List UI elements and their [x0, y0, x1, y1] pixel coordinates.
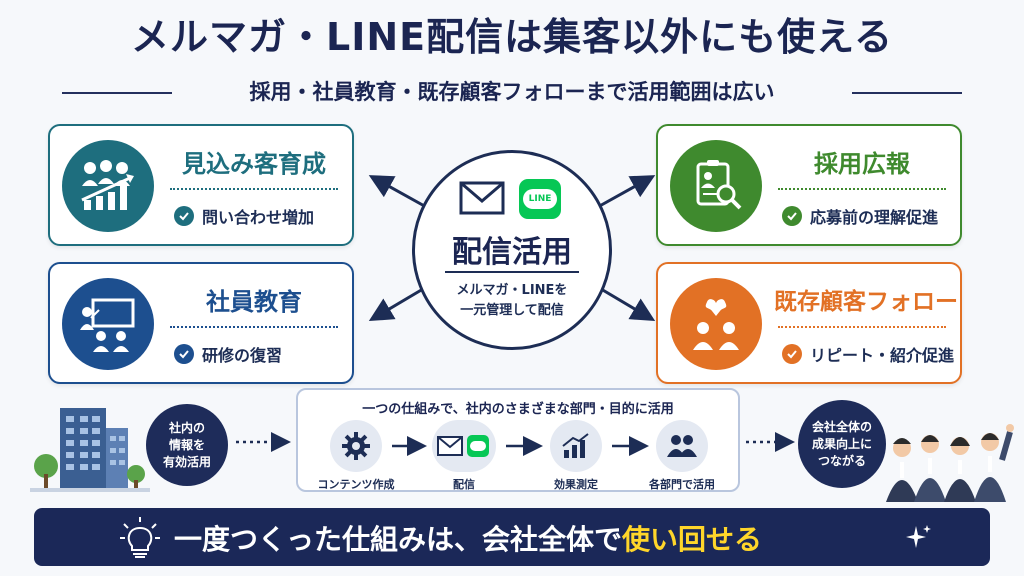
- check-icon: [782, 344, 802, 364]
- card-item-label: 研修の復習: [202, 346, 283, 365]
- hub-desc-line: メルマガ・LINEを: [456, 283, 568, 298]
- bubble-line: 会社全体の: [811, 419, 872, 434]
- card-title: 見込み客育成: [182, 150, 326, 178]
- envelope-icon: [459, 181, 505, 215]
- card-item: 応募前の理解促進: [782, 204, 938, 228]
- banner-text-highlight: 使い回せる: [622, 523, 763, 556]
- bar-chart-icon: [550, 420, 602, 472]
- check-icon: [174, 206, 194, 226]
- flow-box: 一つの仕組みで、社内のさまざまな部門・目的に活用 コンテンツ作成 配信 効: [296, 388, 740, 492]
- card-title: 既存顧客フォロー: [774, 289, 958, 315]
- card-training: 社員教育 研修の復習: [48, 262, 354, 384]
- divider: [778, 326, 946, 328]
- people-icon: [656, 420, 708, 472]
- right-bubble: 会社全体の 成果向上に つながる: [798, 400, 886, 488]
- hub-desc-line: 一元管理して配信: [460, 303, 564, 318]
- hub-divider: [445, 271, 579, 273]
- arrow-to-followup: [595, 284, 656, 322]
- card-title: 採用広報: [814, 150, 910, 178]
- page-title: メルマガ・LINE配信は集客以外にも使える: [131, 15, 893, 59]
- card-followup: 既存顧客フォロー リピート・紹介促進: [656, 262, 962, 384]
- card-item-label: リピート・紹介促進: [810, 346, 955, 365]
- divider: [170, 188, 338, 190]
- step-label: 配信: [453, 478, 475, 491]
- subtitle-rule-left: [62, 92, 172, 94]
- card-item: 問い合わせ増加: [174, 204, 314, 228]
- hub-title: 配信活用: [452, 235, 572, 270]
- card-item-label: 問い合わせ増加: [202, 208, 315, 227]
- card-item: 研修の復習: [174, 342, 282, 366]
- bubble-line: 情報を: [168, 437, 205, 452]
- business-team-icon: [886, 424, 1014, 502]
- bubble-line: つながる: [817, 453, 866, 468]
- subtitle: 採用・社員教育・既存顧客フォローまで活用範囲は広い: [249, 80, 775, 104]
- step-label: コンテンツ作成: [317, 478, 395, 491]
- hub-circle: LINE 配信活用 メルマガ・LINEを 一元管理して配信: [412, 150, 612, 350]
- card-title: 社員教育: [206, 288, 302, 316]
- arrow-to-recruit: [595, 175, 656, 210]
- delivery-icons: [432, 420, 496, 472]
- step-label: 効果測定: [554, 478, 598, 491]
- bubble-line: 成果向上に: [811, 436, 872, 451]
- hub-description: メルマガ・LINEを 一元管理して配信: [415, 281, 609, 321]
- arrow-to-prospect: [368, 175, 429, 210]
- line-logo-text: LINE: [523, 189, 557, 209]
- arrow-to-training: [368, 284, 429, 322]
- check-icon: [782, 206, 802, 226]
- lightbulb-icon: [120, 517, 160, 558]
- presentation-icon: [62, 278, 154, 370]
- growth-people-icon: [62, 140, 154, 232]
- card-prospect: 見込み客育成 問い合わせ増加: [48, 124, 354, 246]
- left-bubble: 社内の 情報を 有効活用: [146, 404, 228, 486]
- step-label: 各部門で活用: [649, 478, 715, 491]
- divider: [170, 326, 338, 328]
- banner-text-main: 一度つくった仕組みは、会社全体で: [174, 523, 623, 556]
- card-recruit: 採用広報 応募前の理解促進: [656, 124, 962, 246]
- subtitle-row: 採用・社員教育・既存顧客フォローまで活用範囲は広い: [0, 74, 1024, 110]
- step-arrows: [392, 436, 649, 456]
- card-item-label: 応募前の理解促進: [810, 208, 939, 227]
- bubble-line: 社内の: [168, 420, 205, 435]
- building-icon: [30, 408, 150, 492]
- resume-search-icon: [670, 140, 762, 232]
- card-item: リピート・紹介促進: [782, 342, 954, 366]
- banner-message: 一度つくった仕組みは、会社全体で使い回せる: [174, 518, 762, 558]
- sparkle-icon: [906, 525, 931, 548]
- bottom-banner: 一度つくった仕組みは、会社全体で使い回せる: [34, 508, 990, 566]
- subtitle-rule-right: [852, 92, 962, 94]
- heart-people-icon: [670, 278, 762, 370]
- line-logo-icon: LINE: [519, 179, 561, 219]
- bubble-line: 有効活用: [162, 454, 211, 469]
- flow-title: 一つの仕組みで、社内のさまざまな部門・目的に活用: [362, 402, 674, 417]
- gear-icon: [330, 420, 382, 472]
- divider: [778, 188, 946, 190]
- check-icon: [174, 344, 194, 364]
